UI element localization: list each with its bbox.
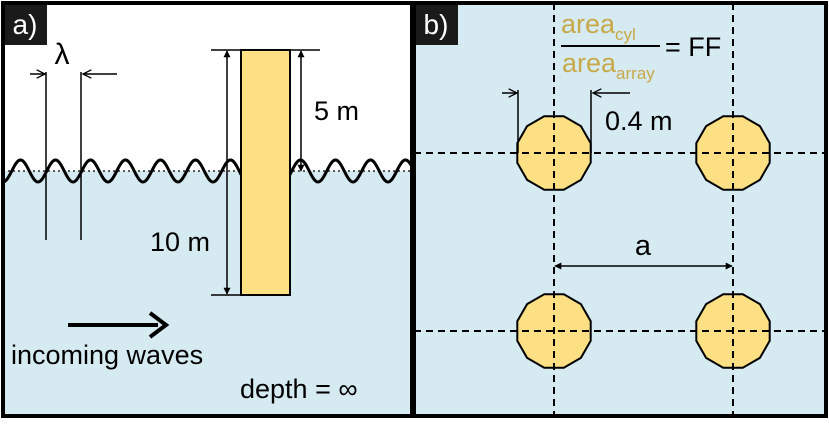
water-region — [3, 171, 412, 416]
depth-below-label: 10 m — [150, 227, 210, 257]
panel-b: 0.4 m a areacyl areaarray = FF b) — [412, 1, 828, 418]
panel-b-frame — [412, 1, 828, 418]
cylinder-side-view — [240, 49, 291, 296]
fraction-result: = FF — [665, 32, 721, 62]
spacing-label: a — [635, 230, 652, 262]
height-above-label: 5 m — [314, 96, 359, 126]
incoming-waves-label: incoming waves — [11, 340, 203, 370]
fill-factor-formula: areacyl areaarray = FF — [561, 9, 721, 83]
panel-b-label: b) — [424, 9, 449, 40]
panel-b-label-box — [414, 3, 458, 45]
panel-a-label-box — [3, 3, 47, 45]
wavelength-marker: λ — [30, 38, 117, 240]
fraction-denominator: areaarray — [562, 48, 655, 83]
diameter-label: 0.4 m — [605, 106, 673, 136]
panel-a: λ 5 m 10 m incoming waves depth = ∞ a) — [1, 1, 414, 418]
depth-label: depth = ∞ — [240, 374, 358, 404]
wave-surface — [2, 158, 414, 184]
cylinder-array — [414, 3, 826, 416]
wavelength-label: λ — [55, 38, 70, 71]
panel-a-label: a) — [13, 9, 38, 40]
incoming-waves-arrowhead — [148, 311, 170, 339]
grid-overlay — [414, 3, 826, 416]
sky-region — [3, 3, 412, 171]
fraction-numerator: areacyl — [561, 9, 636, 44]
